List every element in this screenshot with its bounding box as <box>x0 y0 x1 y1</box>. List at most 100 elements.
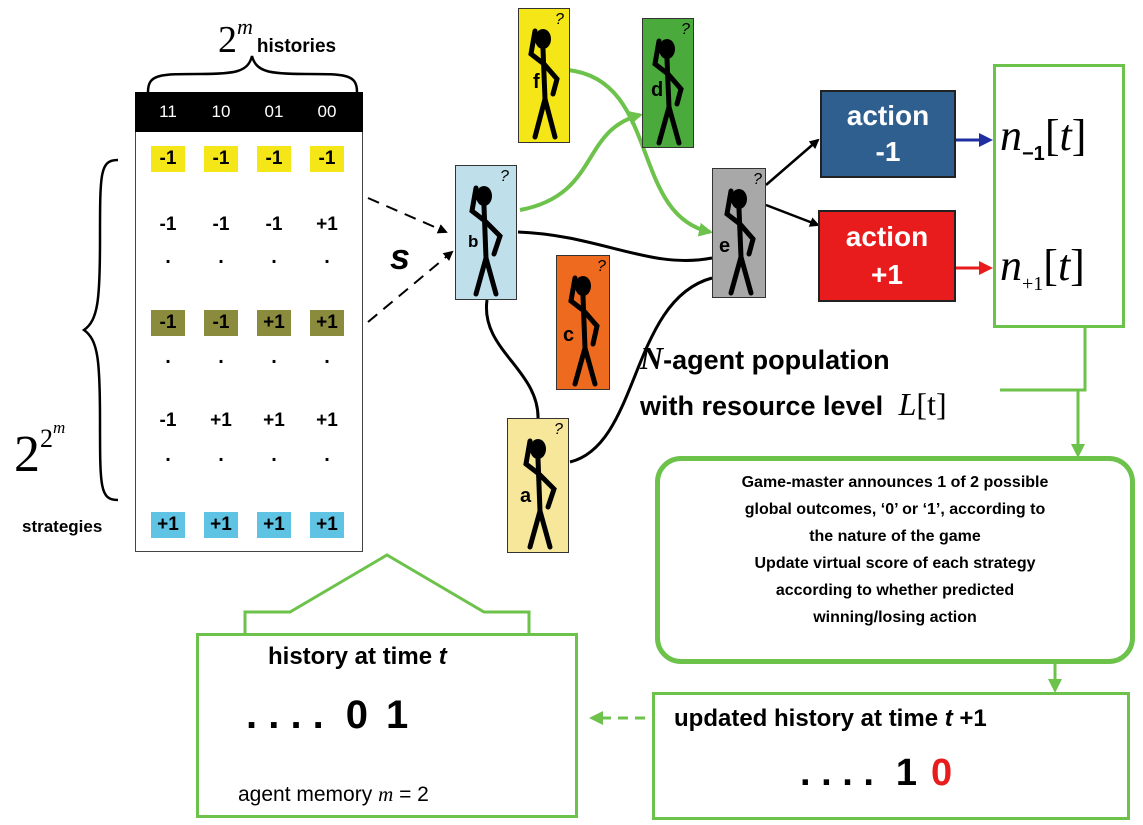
arrow-e-action-minus <box>765 138 820 186</box>
strategies-word: strategies <box>22 517 103 536</box>
strategy-table-header <box>135 92 363 132</box>
ellipsis-dot: . <box>165 444 171 466</box>
agent-e-label: e <box>719 235 731 257</box>
strategy-cell: -1 <box>265 214 283 235</box>
link-b-e <box>517 230 713 262</box>
question-mark: ? <box>681 21 690 38</box>
ellipsis-dot: . <box>324 346 330 368</box>
link-a-e <box>569 276 713 464</box>
action-minus-box: action -1 <box>820 90 956 178</box>
ellipsis-dot: . <box>218 246 224 268</box>
hollow-up-arrow <box>243 553 531 635</box>
agent-b-label: b <box>468 232 479 251</box>
ellipsis-dot: . <box>324 246 330 268</box>
gamemaster-line: global outcomes, ‘0’ or ‘1’, according t… <box>744 501 1046 518</box>
s-label: s <box>390 236 411 277</box>
strategies-count-label: 22m <box>14 418 66 483</box>
history-box <box>196 633 578 818</box>
strategy-cell: -1 <box>257 146 291 172</box>
agent-memory-label: agent memory m = 2 <box>238 782 429 806</box>
question-mark: ? <box>554 421 563 438</box>
header-history-0: 11 <box>159 102 177 121</box>
updated-history-box <box>652 692 1130 820</box>
agent-a: a ? <box>507 418 569 553</box>
stick-figure-icon <box>568 275 600 387</box>
strategy-cell: +1 <box>316 410 338 431</box>
stick-figure-icon <box>652 38 684 146</box>
agent-d-label: d <box>651 79 664 101</box>
action-plus-box: action +1 <box>818 210 956 302</box>
strategy-cell: -1 <box>159 214 177 235</box>
strategy-cell: +1 <box>257 512 291 538</box>
strategy-cell: +1 <box>151 512 185 538</box>
ellipsis-dot: . <box>218 444 224 466</box>
population-line1: N-agent population <box>640 340 890 376</box>
question-mark: ? <box>555 11 564 28</box>
histories-label: 2mhistories <box>218 14 337 61</box>
ellipsis-dot: . <box>271 444 277 466</box>
gamemaster-line: Update virtual score of each strategy <box>754 555 1036 572</box>
strategy-cell: -1 <box>212 214 230 235</box>
header-history-2: 01 <box>264 102 284 121</box>
ellipsis-dot: . <box>218 346 224 368</box>
top-brace <box>146 55 359 93</box>
updated-history-title: updated history at time t +1 <box>674 705 987 732</box>
arrow-e-action-plus <box>765 203 820 227</box>
population-line2: with resource level L[t] <box>640 386 947 422</box>
question-mark: ? <box>500 168 509 185</box>
agent-d: d ? <box>642 18 694 148</box>
ellipsis-dot: . <box>165 346 171 368</box>
strategy-cell: -1 <box>204 310 238 336</box>
dashed-arrow-top <box>367 197 448 234</box>
strategy-cell: -1 <box>204 146 238 172</box>
gamemaster-box: Game-master announces 1 of 2 possible gl… <box>655 456 1135 664</box>
strategy-cell: -1 <box>310 146 344 172</box>
stick-figure-icon <box>724 188 756 296</box>
agent-f: f ? <box>518 8 570 143</box>
history-title: history at time t <box>268 643 447 670</box>
counts-box <box>993 64 1125 328</box>
ellipsis-dot: . <box>271 346 277 368</box>
green-arrow-f-e <box>567 68 713 237</box>
action-plus-word: action <box>845 221 929 252</box>
strategy-cell: -1 <box>159 410 177 431</box>
gamemaster-line: Game-master announces 1 of 2 possible <box>741 474 1049 491</box>
green-arrow-counts-to-gm <box>1071 328 1087 458</box>
strategy-cell: +1 <box>257 310 291 336</box>
count-minus: n−1[t] <box>1000 111 1087 165</box>
agent-f-label: f <box>533 71 540 93</box>
strategy-cell: +1 <box>210 410 232 431</box>
count-plus: n+1[t] <box>1000 241 1085 295</box>
stick-figure-icon <box>523 438 557 550</box>
action-minus-value: -1 <box>875 136 901 167</box>
left-brace <box>81 158 119 502</box>
strategy-cell: +1 <box>310 512 344 538</box>
action-plus-value: +1 <box>871 259 903 290</box>
strategy-cell: +1 <box>316 214 338 235</box>
action-minus-word: action <box>846 100 930 131</box>
agent-c: c ? <box>556 255 610 390</box>
strategy-cell: +1 <box>263 410 285 431</box>
dashed-arrow-bottom <box>367 250 454 323</box>
gamemaster-line: according to whether predicted <box>775 582 1015 599</box>
agent-c-label: c <box>563 324 575 346</box>
header-history-3: 00 <box>317 102 337 121</box>
link-b-a <box>485 299 540 421</box>
question-mark: ? <box>753 171 762 188</box>
stick-figure-icon <box>528 28 560 140</box>
strategy-cell: -1 <box>151 146 185 172</box>
agent-b: b ? <box>455 165 517 300</box>
header-history-1: 10 <box>211 102 231 121</box>
gamemaster-line: the nature of the game <box>809 528 981 545</box>
ellipsis-dot: . <box>165 246 171 268</box>
stick-figure-icon <box>469 185 503 297</box>
strategy-cell: -1 <box>151 310 185 336</box>
ellipsis-dot: . <box>324 444 330 466</box>
strategy-cell: +1 <box>310 310 344 336</box>
ellipsis-dot: . <box>271 246 277 268</box>
strategy-cell: +1 <box>204 512 238 538</box>
agent-e: e ? <box>712 168 766 298</box>
green-arrow-b-d <box>519 110 643 212</box>
